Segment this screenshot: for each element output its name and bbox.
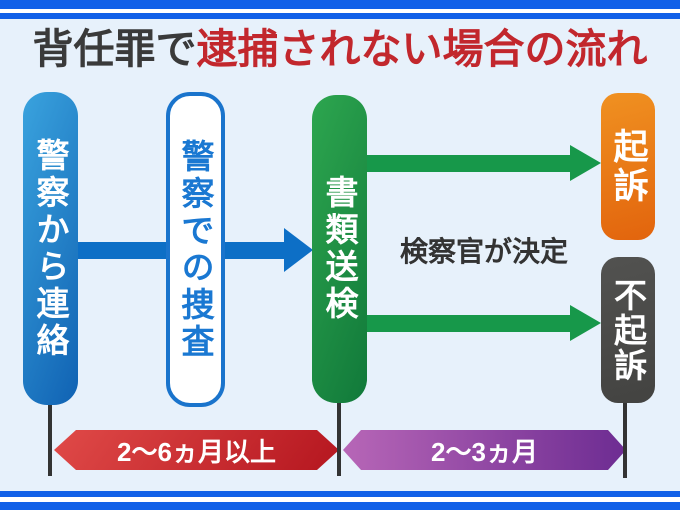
timeline-tick-papers-sent <box>337 400 341 476</box>
flow-node-prosecution: 起訴 <box>601 93 655 240</box>
flow-node-police-investigation: 警察での捜査 <box>166 92 225 407</box>
page-title-accent-part: 逮捕されない場合の流れ <box>196 26 648 72</box>
bottom-border-stripe-inner <box>0 491 680 497</box>
flow-node-non-prosecution: 不起訴 <box>601 257 655 403</box>
arrow-to-prosecution-band <box>366 155 571 172</box>
page-title: 背任罪で逮捕されない場合の流れ <box>0 26 680 72</box>
bottom-border-stripe-outer <box>0 502 680 510</box>
timeline-duration-phase-1: 2〜6ヵ月以上 <box>54 430 339 470</box>
timeline-tick-non-prosecution <box>623 402 627 478</box>
bottom-border-stripe-gap <box>0 497 680 502</box>
timeline-tick-police-contact <box>48 402 52 476</box>
top-border-stripe-inner <box>0 13 680 19</box>
top-border-stripe-gap <box>0 9 680 13</box>
flow-node-papers-sent: 書類送検 <box>312 95 367 403</box>
arrow-to-non-prosecution-band <box>366 315 571 332</box>
arrow-to-non-prosecution-head <box>570 305 601 341</box>
page-title-normal-part: 背任罪で <box>32 26 197 72</box>
flow-node-police-contact: 警察から連絡 <box>23 92 78 405</box>
arrow-to-prosecution-head <box>570 145 601 181</box>
prosecutor-decision-note: 検察官が決定 <box>399 236 568 267</box>
arrow-police-to-souken-head <box>284 228 313 272</box>
top-border-stripe-outer <box>0 0 680 9</box>
timeline-duration-phase-2: 2〜3ヵ月 <box>343 430 626 470</box>
